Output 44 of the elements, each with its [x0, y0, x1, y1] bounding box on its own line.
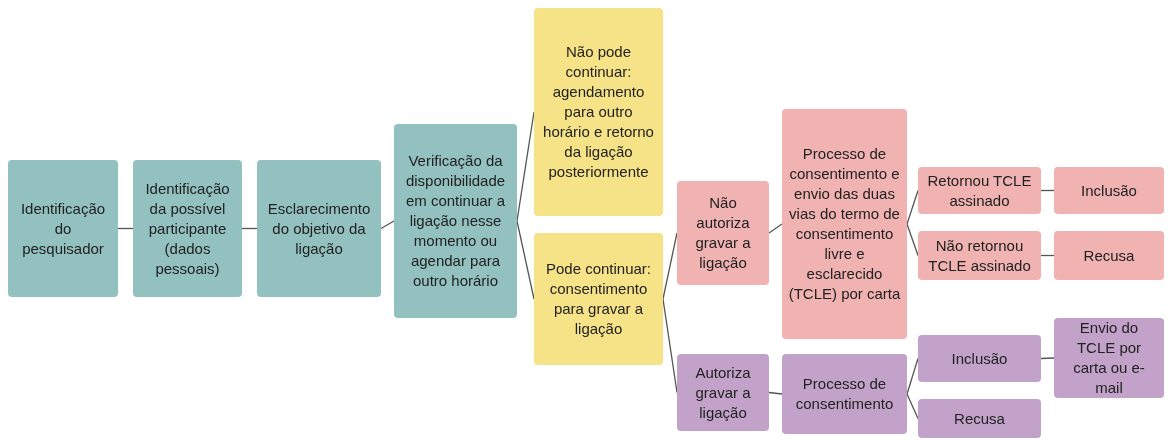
- process-box: [918, 335, 1041, 382]
- box-label: Identificação da possível participante (dados pessoais): [144, 178, 231, 279]
- process-box: [534, 233, 663, 365]
- box-label: Não retornou TCLE assinado: [927, 235, 1032, 276]
- process-box: [677, 181, 769, 285]
- process-box: [918, 167, 1041, 214]
- process-box: [1054, 231, 1164, 280]
- box-label: Autoriza gravar a ligação: [694, 362, 752, 423]
- box-label: Identificação do pesquisador: [19, 198, 107, 259]
- box-label: Retornou TCLE assinado: [926, 170, 1033, 211]
- connector-line: [516, 220, 535, 300]
- box-label: Pode continuar: consentimento para gravar a ligação: [544, 259, 653, 339]
- process-box: [133, 160, 242, 297]
- connector-line: [1040, 357, 1055, 360]
- process-box: [918, 399, 1041, 438]
- box-label: Não autoriza gravar a ligação: [694, 193, 752, 273]
- box-label: Recusa: [954, 408, 1005, 429]
- process-box: [782, 109, 907, 339]
- connector-line: [906, 357, 919, 395]
- box-label: Inclusão: [951, 348, 1008, 369]
- connector-line: [380, 220, 395, 230]
- box-label: Processo de consentimento e envio das duas vias do termo de consentimento livre e esclarecido (TCLE) por carta: [788, 144, 901, 304]
- box-label: Esclarecimento do objetivo da ligação: [266, 198, 372, 259]
- process-box: [782, 354, 907, 434]
- process-box: [534, 8, 663, 216]
- box-label: Não pode continuar: agendamento para outro horário e retorno da ligação posteriormente: [542, 42, 655, 182]
- process-box: [8, 160, 118, 297]
- box-label: Inclusão: [1081, 180, 1137, 201]
- process-box: [394, 124, 517, 318]
- box-label: Recusa: [1083, 245, 1135, 266]
- box-label: Envio do TCLE por carta ou e-mail: [1072, 318, 1146, 398]
- connector-line: [516, 111, 535, 222]
- connector-line: [906, 189, 919, 225]
- process-box: [1054, 318, 1164, 398]
- process-box: [257, 160, 381, 297]
- box-label: Processo de consentimento: [794, 374, 895, 414]
- box-label: Verificação da disponibilidade em continuar a ligação nesse momento ou agendar para outro horário: [404, 151, 507, 291]
- connector-line: [768, 391, 783, 395]
- connector-line: [768, 223, 783, 234]
- process-box: [918, 231, 1041, 280]
- process-box: [1054, 167, 1164, 214]
- connector-line: [906, 223, 919, 257]
- connector-line: [906, 393, 919, 420]
- process-box: [677, 354, 769, 431]
